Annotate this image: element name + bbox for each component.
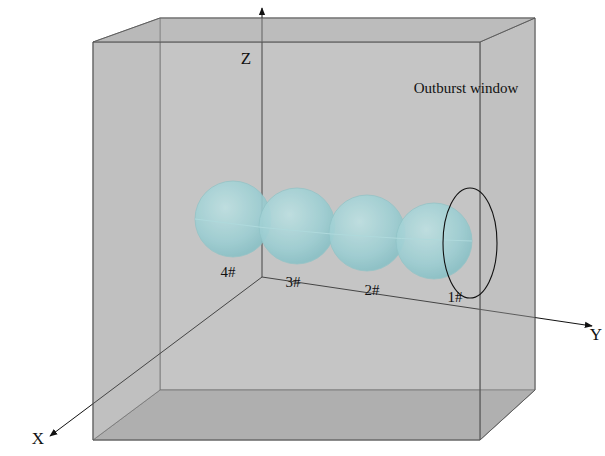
axis-label: Y xyxy=(590,326,602,343)
callout-number: 2# xyxy=(365,283,380,298)
callout-number: 3# xyxy=(286,275,301,290)
front-face xyxy=(93,42,480,440)
window-label: Outburst window xyxy=(414,81,519,96)
axis-label: X xyxy=(32,430,44,447)
top-face xyxy=(93,18,535,42)
callout-number: 4# xyxy=(221,265,236,280)
outburst-window xyxy=(443,188,497,298)
callout-number: 1# xyxy=(448,290,463,305)
axis-label: Z xyxy=(241,50,251,67)
